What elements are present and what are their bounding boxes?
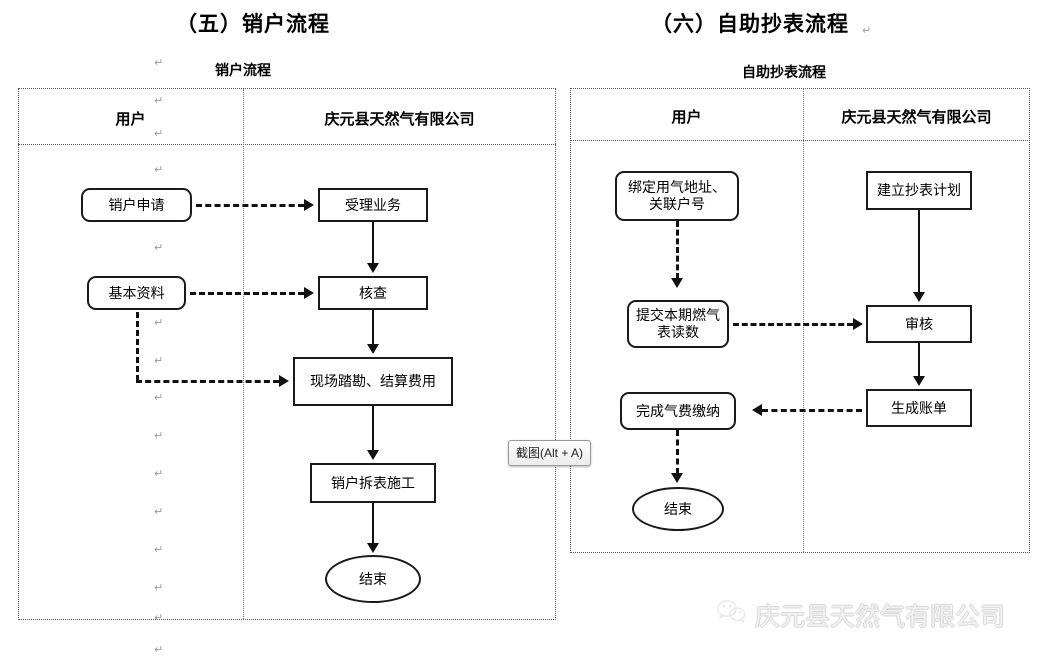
section-heading-left: （五）销户流程 (176, 12, 330, 36)
flow-node-text: 绑定用气地址、 关联户号 (628, 179, 726, 212)
arrowhead-right-icon (304, 287, 314, 299)
flow-node-bangding-dizhi[interactable]: 绑定用气地址、 关联户号 (615, 171, 739, 221)
edge-hecha-to-xianchang (372, 310, 374, 345)
arrowhead-right-icon (304, 199, 314, 211)
arrowhead-right-icon (279, 375, 289, 387)
swimlane-label-company-right: 庆元县天然气有限公司 (841, 109, 992, 126)
paragraph-mark: ↵ (154, 164, 164, 176)
flow-node-hecha[interactable]: 核查 (318, 276, 428, 310)
arrowhead-down-icon (913, 376, 925, 386)
flow-node-shenhe[interactable]: 审核 (866, 305, 972, 343)
arrowhead-down-icon (367, 450, 379, 460)
swimlane-label-user-left: 用户 (115, 111, 146, 128)
edge-xiaohu-shenqing-to-shouli (196, 204, 304, 207)
arrowhead-down-icon (367, 543, 379, 553)
arrowhead-down-icon (367, 263, 379, 273)
swimlane-container-left (18, 88, 556, 620)
paragraph-mark: ↵ (862, 25, 872, 37)
arrowhead-left-icon (752, 404, 762, 416)
swimlane-vertical-divider-left (243, 89, 244, 619)
flow-node-jianli-jihua[interactable]: 建立抄表计划 (866, 171, 972, 210)
swimlane-header-separator-right (570, 140, 1030, 141)
arrowhead-down-icon (671, 473, 683, 483)
edge-bangding-to-tijiao (676, 221, 679, 279)
section-heading-right: （六）自助抄表流程 (651, 12, 849, 36)
paragraph-mark: ↵ (154, 95, 164, 107)
paragraph-mark: ↵ (154, 392, 164, 404)
edge-jiben-ziliao-to-hecha (190, 292, 304, 295)
paragraph-mark: ↵ (154, 128, 164, 140)
edge-jiben-ziliao-to-xianchang-vertical (136, 312, 139, 381)
flow-node-shengcheng-zhangdan[interactable]: 生成账单 (866, 389, 972, 427)
paragraph-mark: ↵ (154, 355, 164, 367)
wechat-icon (716, 599, 746, 631)
diagram-title-left: 销户流程 (215, 62, 271, 78)
flow-node-shouli-yewu[interactable]: 受理业务 (318, 188, 428, 222)
flow-node-text: 提交本期燃气 表读数 (636, 307, 720, 340)
flow-node-xiaohu-shenqing[interactable]: 销户申请 (81, 188, 192, 222)
watermark-text: 庆元县天然气有限公司 (755, 603, 1006, 631)
paragraph-mark: ↵ (154, 468, 164, 480)
arrowhead-down-icon (913, 292, 925, 302)
edge-shenhe-to-zhangdan (918, 343, 920, 377)
paragraph-mark: ↵ (154, 612, 164, 624)
edge-zhangdan-to-wancheng (762, 409, 862, 412)
swimlane-label-user-right: 用户 (671, 109, 702, 126)
arrowhead-down-icon (367, 344, 379, 354)
edge-wancheng-to-end (676, 430, 679, 474)
edge-chaibiao-to-end (372, 503, 374, 544)
paragraph-mark: ↵ (154, 506, 164, 518)
flow-node-wancheng-jiaona[interactable]: 完成气费缴纳 (620, 392, 736, 430)
diagram-title-right: 自助抄表流程 (742, 64, 826, 80)
edge-jiben-ziliao-to-xianchang-horizontal (136, 380, 279, 383)
flow-node-jiben-ziliao[interactable]: 基本资料 (87, 276, 186, 310)
screenshot-tooltip[interactable]: 截图(Alt + A) (508, 440, 592, 466)
arrowhead-right-icon (853, 318, 863, 330)
flow-node-xianchang-takan[interactable]: 现场踏勘、结算费用 (293, 357, 453, 406)
paragraph-mark: ↵ (154, 644, 164, 656)
edge-shouli-to-hecha (372, 222, 374, 264)
flow-node-chaibiao-shigong[interactable]: 销户拆表施工 (310, 463, 436, 503)
paragraph-mark: ↵ (154, 317, 164, 329)
swimlane-header-separator-left (18, 144, 556, 145)
paragraph-mark: ↵ (154, 544, 164, 556)
watermark: 庆元县天然气有限公司 (716, 597, 1005, 633)
edge-tijiao-to-shenhe (733, 323, 853, 326)
swimlane-label-company-left: 庆元县天然气有限公司 (324, 111, 475, 128)
paragraph-mark: ↵ (154, 582, 164, 594)
flow-node-end-left[interactable]: 结束 (325, 555, 421, 603)
arrowhead-down-icon (671, 278, 683, 288)
paragraph-mark: ↵ (154, 57, 164, 69)
swimlane-container-right (570, 88, 1030, 553)
flow-node-end-right[interactable]: 结束 (632, 487, 724, 531)
edge-xianchang-to-chaibiao (372, 406, 374, 451)
paragraph-mark: ↵ (154, 242, 164, 254)
swimlane-vertical-divider-right (803, 89, 804, 552)
flow-node-tijiao-duzhi[interactable]: 提交本期燃气 表读数 (627, 300, 729, 348)
paragraph-mark: ↵ (154, 430, 164, 442)
edge-jianli-to-shenhe (918, 210, 920, 293)
